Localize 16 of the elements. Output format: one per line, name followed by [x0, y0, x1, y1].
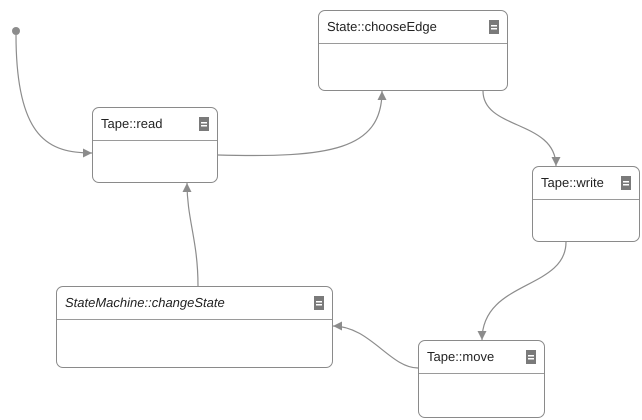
method-box [56, 286, 333, 368]
method-box [532, 166, 640, 242]
method-name: Tape::read [101, 115, 162, 134]
arrow [182, 182, 199, 286]
method-box [418, 340, 545, 418]
arrow [218, 90, 386, 156]
method-box [92, 107, 218, 183]
arrow [482, 90, 560, 166]
method-box [318, 10, 508, 91]
arrow [478, 242, 567, 340]
arrow [332, 322, 418, 369]
arrow [15, 34, 92, 158]
method-name: State::chooseEdge [327, 18, 437, 36]
method-name: Tape::write [541, 174, 604, 192]
method-name: StateMachine::changeState [65, 294, 225, 312]
method-name: Tape::move [427, 348, 494, 366]
